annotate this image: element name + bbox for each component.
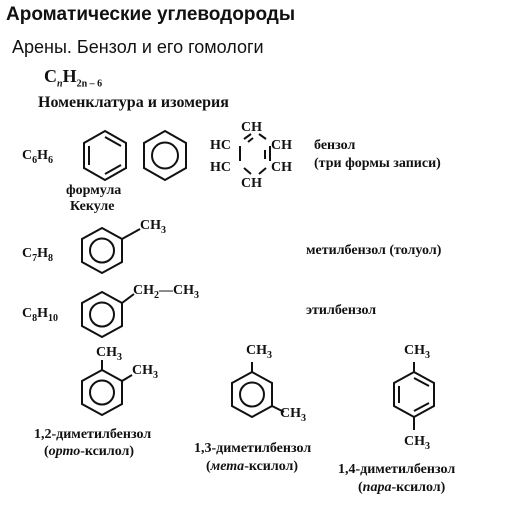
ortho-methyl-2: CH3 xyxy=(132,363,158,381)
section-heading: Номенклатура и изомерия xyxy=(38,94,229,111)
kekule-caption-line1: формула xyxy=(66,183,122,198)
ethylbenzene-structure xyxy=(81,290,135,339)
ethylbenzene-name: этилбензол xyxy=(306,303,377,318)
toluene-structure xyxy=(81,226,141,275)
ch-bottom: CH xyxy=(241,176,262,191)
para-xylene-name: 1,4-диметилбензол xyxy=(338,462,456,477)
benzene-name: бензол xyxy=(314,138,356,153)
ortho-methyl-1: CH3 xyxy=(96,345,122,363)
meta-xylene-trivial: (мета-ксилол) xyxy=(206,459,299,474)
toluene-name: метилбензол (толуол) xyxy=(306,243,442,258)
hc-lower-left: HC xyxy=(210,160,231,175)
ethyl-group: CH2—CH3 xyxy=(133,283,199,301)
kekule-benzene-structure xyxy=(83,129,127,182)
general-formula: CnH2n – 6 xyxy=(44,66,103,90)
kekule-caption-line2: Кекуле xyxy=(70,199,115,214)
para-xylene-trivial: (пара-ксилол) xyxy=(358,480,446,495)
benzene-name-note: (три формы записи) xyxy=(314,156,441,171)
ortho-xylene-trivial: (орто-ксилол) xyxy=(44,444,135,459)
ch-top: CH xyxy=(241,120,262,135)
ch-upper-right: CH xyxy=(271,138,292,153)
ortho-xylene-name: 1,2-диметилбензол xyxy=(34,427,152,442)
hc-upper-left: HC xyxy=(210,138,231,153)
meta-methyl-2: CH3 xyxy=(280,406,306,424)
ortho-xylene-structure xyxy=(81,360,133,417)
toluene-methyl-group: CH3 xyxy=(140,218,166,236)
para-methyl-2: CH3 xyxy=(404,434,430,452)
ethylbenzene-molecular-formula: C8H10 xyxy=(22,306,59,324)
page-subtitle: Арены. Бензол и его гомологи xyxy=(12,37,264,57)
para-xylene-structure xyxy=(393,362,435,430)
aromatic-ring-benzene-structure xyxy=(143,129,187,182)
expanded-benzene-bonds xyxy=(239,133,271,175)
meta-xylene-name: 1,3-диметилбензол xyxy=(194,441,312,456)
meta-xylene-structure xyxy=(231,362,285,419)
benzene-molecular-formula: C6H6 xyxy=(22,148,54,166)
para-methyl-1: CH3 xyxy=(404,343,430,361)
page-title: Ароматические углеводороды xyxy=(6,4,296,25)
ch-lower-right: CH xyxy=(271,160,292,175)
toluene-molecular-formula: C7H8 xyxy=(22,246,54,264)
meta-methyl-1: CH3 xyxy=(246,343,272,361)
